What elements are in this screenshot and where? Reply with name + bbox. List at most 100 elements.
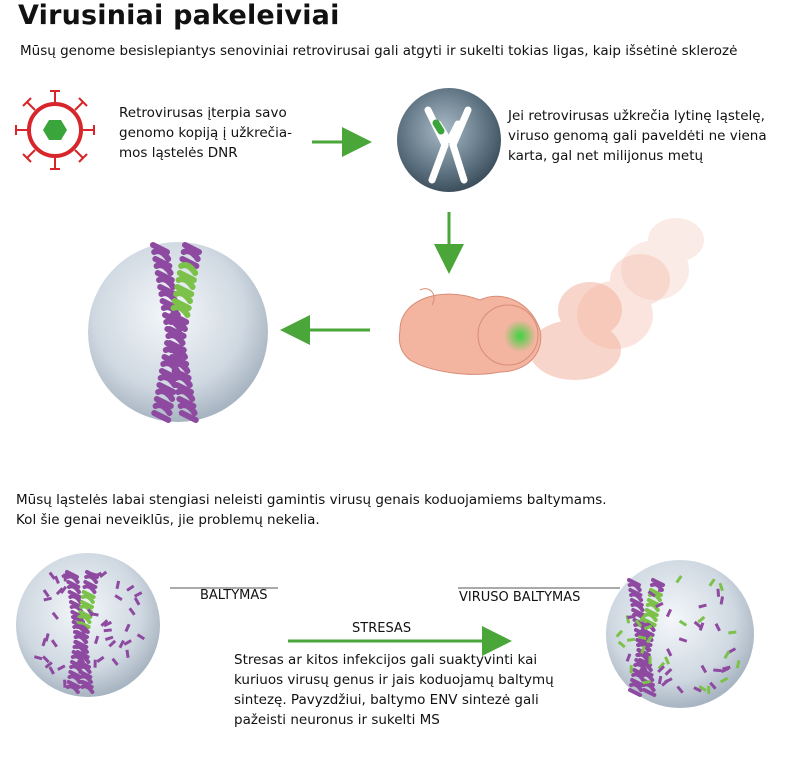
dna-segment [162,346,183,360]
label-protein: BALTYMAS [200,588,268,603]
viral-protein [617,640,626,649]
dna-segment [151,410,172,423]
viral-protein [643,624,653,631]
protein [33,655,43,661]
dna-cell-icon [88,242,268,423]
protein [657,675,663,685]
virus-icon [15,90,95,170]
step2-text: Jei retrovirusas užkrečia lytinę ląstelę… [508,108,767,164]
protein [133,591,143,598]
viral-protein [698,685,707,692]
protein [713,668,722,673]
protein [693,686,702,693]
protein [693,620,702,629]
protein [51,611,59,620]
dna-segment [75,630,89,639]
protein [647,590,656,598]
viral-gene-segment [648,588,663,597]
protein [103,620,112,628]
dna-segment [641,622,656,632]
protein [57,664,66,671]
protein [48,571,56,580]
dna-segment [70,660,84,669]
dna-segment [627,582,642,592]
dna-segment [84,574,99,584]
dna-segment [67,584,81,594]
protein [44,661,53,669]
viral-protein [719,676,729,684]
protein [714,623,721,632]
dna-segment [635,652,650,662]
dna-segment [637,642,652,652]
protein [128,607,136,616]
protein [664,667,673,676]
dna-segment [68,594,83,604]
viral-protein [718,582,724,592]
viral-gene-segment [643,612,658,622]
dna-segment [151,248,172,262]
dna-segment [629,592,644,602]
viral-gene-segment [171,298,192,311]
viral-gene-segment [173,290,194,304]
viral-gene-segment [644,608,659,617]
protein [48,666,55,675]
protein [698,603,707,609]
dna-segment [156,382,177,395]
dna-segment [629,682,644,692]
protein [124,623,131,633]
viral-protein [648,656,652,665]
protein [657,665,665,673]
label-viral-protein: VIRUSO BALTYMAS [459,590,581,605]
protein [63,679,67,688]
protein [118,639,125,649]
protein [111,657,119,666]
dna-segment [158,368,179,381]
viral-protein [629,665,633,674]
dna-segment [155,388,176,402]
viral-protein [708,578,716,587]
dna-segment [66,680,81,689]
dna-segment [160,360,181,374]
cell-with-viral-proteins [606,560,754,708]
page-title: Virusiniai pakeleiviai [18,0,340,31]
dna-segment [66,580,81,589]
dna-segment [80,684,95,694]
dna-segment [628,688,643,697]
note-line-1: Mūsų ląstelės labai stengiasi neleisti g… [16,492,607,508]
dna-segment [169,312,190,325]
dna-segment [630,678,645,687]
dna-segment [629,598,644,607]
dna-segment [153,396,174,409]
stress-explanation: Stresas ar kitos infekcijos gali suaktyv… [234,652,554,728]
viral-gene-segment [178,262,199,276]
protein [722,665,731,671]
protein [126,584,135,592]
protein [41,637,47,647]
dna-segment [640,628,655,637]
protein [698,622,705,631]
dna-segment [175,388,196,402]
viral-gene-segment [76,620,91,629]
protein [666,648,673,657]
viral-gene-segment [174,284,195,297]
dna-segment [631,608,646,617]
viral-protein [640,645,646,655]
dna-segment [68,670,83,679]
protein [133,597,141,606]
dna-segment [631,672,646,682]
protein [42,655,50,664]
viral-protein [697,615,706,624]
page-subtitle: Mūsų genome besislepiantys senoviniai re… [20,43,738,59]
protein [55,587,64,596]
protein [115,580,121,590]
dna-segment [627,578,641,587]
dna-segment [69,664,84,674]
protein [103,628,112,633]
protein [716,588,721,597]
dna-segment [166,326,187,339]
protein [93,659,97,668]
viral-protein [645,635,654,644]
protein [90,612,99,617]
viral-protein [664,656,671,665]
viral-protein [678,619,688,627]
